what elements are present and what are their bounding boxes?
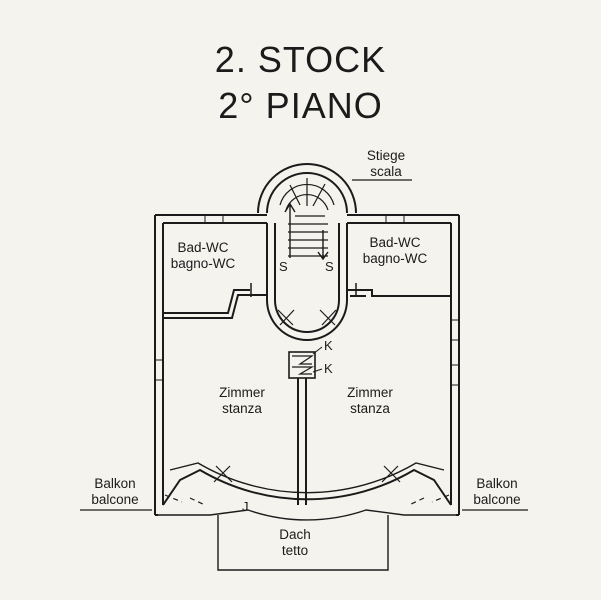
- label-bath-left: Bad-WC bagno-WC: [170, 240, 236, 271]
- label-balcony-left: Balkon balcone: [91, 476, 139, 507]
- window-top-right: [385, 215, 405, 223]
- facade-curve-inner: [169, 462, 445, 494]
- partition-wall: [297, 378, 307, 505]
- bath-right-wall: [347, 289, 451, 297]
- floor-title-de: 2. STOCK: [214, 39, 387, 80]
- label-room-left: Zimmer stanza: [219, 385, 265, 416]
- label-stairs: Stiege scala: [366, 148, 406, 179]
- facade-curve-outer: [155, 468, 459, 516]
- window-left: [155, 359, 163, 381]
- door-swing-bottom-right: [381, 465, 401, 483]
- outer-wall-top-left: [155, 214, 267, 224]
- label-room-right: Zimmer stanza: [347, 385, 393, 416]
- label-balcony-right: Balkon balcone: [473, 476, 521, 507]
- chimney-block: [288, 351, 316, 379]
- outer-wall-top-right: [347, 214, 459, 224]
- window-right-b: [451, 364, 459, 386]
- stair-shaft-wall: [266, 223, 348, 341]
- door-swing-bottom-left: [213, 465, 233, 483]
- stair-mark-s-left: S: [279, 259, 288, 274]
- window-top-left: [204, 215, 224, 223]
- floor-title-it: 2° PIANO: [218, 85, 383, 126]
- balcony-right-lines: [408, 494, 450, 506]
- bath-left-wall: [163, 289, 267, 319]
- door-swing-right: [319, 309, 337, 326]
- window-right-a: [451, 319, 459, 341]
- flue-mark-k-bottom: K: [324, 361, 333, 376]
- stair-tower-outer-wall: [257, 163, 357, 214]
- door-swing-left: [277, 309, 295, 326]
- spiral-stair-lines: [279, 178, 335, 257]
- stair-mark-s-right: S: [325, 259, 334, 274]
- roof-box: [217, 515, 389, 571]
- stair-arrow-down: [317, 230, 329, 261]
- flue-mark-k-top: K: [324, 338, 333, 353]
- facade-lower: [158, 509, 456, 521]
- stair-arrow-up: [284, 202, 296, 258]
- leader-k: [312, 346, 323, 373]
- outer-wall-left: [154, 215, 164, 515]
- chimney-flues: [292, 355, 315, 375]
- facade-mark-j: J: [242, 499, 249, 514]
- label-bath-right: Bad-WC bagno-WC: [362, 235, 428, 266]
- balcony-left-lines: [164, 494, 206, 506]
- stair-tower-inner-wall: [266, 172, 348, 214]
- label-roof: Dach tetto: [279, 527, 311, 558]
